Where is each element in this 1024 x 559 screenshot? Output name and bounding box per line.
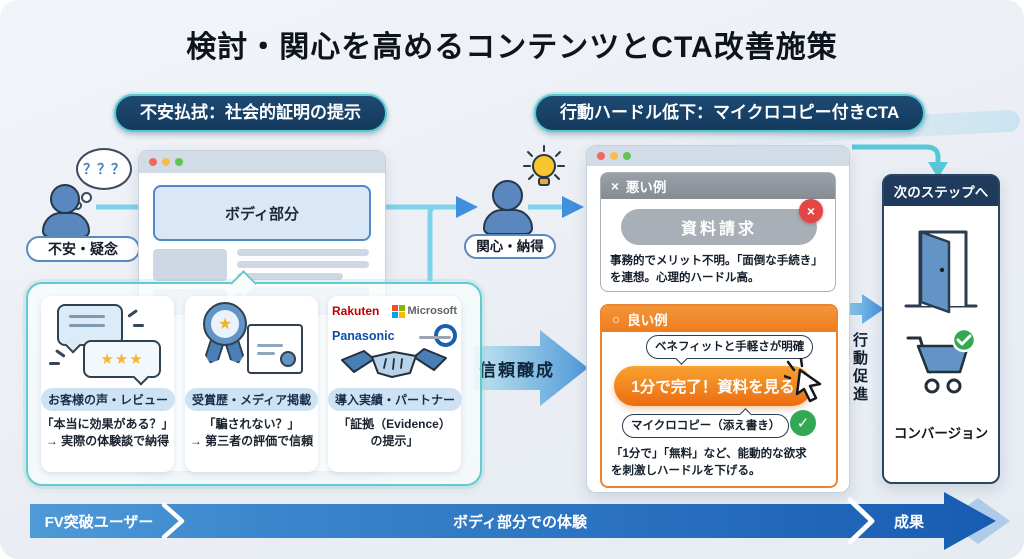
award-medal-icon: ★: [203, 302, 247, 346]
good-cta-button[interactable]: 1分で完了！資料を見る: [614, 366, 812, 406]
award-certificate-icon: ★: [185, 296, 318, 386]
trust-arrow-label: 信頼醸成: [479, 361, 555, 380]
bad-example-desc-line: 事務的でメリット不明。「面倒な手続き」: [610, 255, 823, 267]
content-placeholder-line: [237, 249, 369, 256]
x-mark-icon: ×: [611, 178, 619, 194]
card-desc-line: → 実際の体験談で納得: [45, 433, 170, 448]
good-example-title: 良い例: [627, 313, 668, 328]
content-placeholder-line: [237, 261, 369, 268]
next-step-panel: 次のステップへ コンバージョン: [882, 174, 1000, 484]
browser-titlebar: [587, 146, 849, 166]
body-section-label: ボディ部分: [225, 205, 299, 223]
connector-top-line: [852, 144, 941, 162]
action-promotion-label: 行動促進: [851, 332, 868, 404]
partner-emblem-text: [419, 336, 451, 339]
bad-example-desc-line: を連想。心理的ハードル高。: [610, 272, 760, 285]
bad-example-title: 悪い例: [625, 180, 667, 195]
review-bubbles-icon: ★★★: [41, 296, 174, 386]
interest-label: 関心・納得: [464, 234, 556, 259]
zoom-dot-icon: [623, 152, 631, 160]
card-label-awards: 受賞歴・メディア掲載: [185, 388, 319, 411]
minimize-dot-icon: [610, 152, 618, 160]
card-label-partners: 導入実績・パートナー: [328, 388, 463, 411]
zoom-dot-icon: [175, 158, 183, 166]
good-example-header: ○ 良い例: [602, 306, 836, 332]
bar-chevron-separator: [161, 502, 185, 540]
partner-emblem-icon: [434, 324, 457, 347]
person-body-icon: [42, 212, 90, 238]
card-desc-line: 「騙されない？」: [203, 417, 300, 431]
tooltip-tail: [675, 352, 688, 365]
good-example-box: ○ 良い例 ベネフィットと手軽さが明確 1分で完了！資料を見る マイクロコピー（…: [600, 304, 838, 488]
body-section-box: ボディ部分: [153, 185, 371, 241]
good-example-desc-line: 「1分で」「無料」など、能動的な欲求: [611, 448, 807, 460]
social-proof-container: ★★★ お客様の声・レビュー 「本当に効果がある？」 → 実際の体験談で納得 ★: [26, 270, 482, 486]
microcopy-tooltip: マイクロコピー（添え書き）: [622, 408, 790, 438]
thought-question-marks: ？？？: [83, 161, 125, 177]
arrow-to-mid-person: [456, 196, 478, 218]
arrow-to-next-step: [928, 162, 948, 178]
card-desc-line: の提示」: [370, 433, 419, 448]
lightbulb-icon: [523, 145, 565, 186]
bar-segment-results: 成果: [893, 514, 924, 531]
thought-dot-large: [81, 192, 92, 203]
good-example-desc-line: を刺激しハードルを下げる。: [611, 465, 761, 478]
section-badge-microcopy-cta: 行動ハードル低下：マイクロコピー付きCTA: [534, 94, 926, 132]
bad-example-header: × 悪い例: [601, 173, 835, 199]
panasonic-logo: Panasonic: [332, 328, 395, 343]
person-icon: [492, 180, 523, 211]
conversion-label: コンバージョン: [893, 426, 989, 441]
bad-cta-button[interactable]: 資料請求: [621, 209, 817, 245]
card-customer-reviews: ★★★ お客様の声・レビュー 「本当に効果がある？」 → 実際の体験談で納得: [41, 296, 176, 472]
bottom-process-bar: [30, 492, 1010, 550]
microsoft-logo: Microsoft: [391, 304, 457, 318]
cursor-icon: [784, 358, 822, 403]
page-title: 検討・関心を高めるコンテンツとCTA改善施策: [186, 31, 838, 64]
content-placeholder-line: [237, 273, 343, 280]
minimize-dot-icon: [162, 158, 170, 166]
trust-arrow: [474, 330, 588, 406]
cta-browser-window: × 悪い例 資料請求 × 事務的でメリット不明。「面倒な手続き」 を連想。心理的…: [586, 145, 850, 493]
star-rating-bubble-icon: ★★★: [83, 340, 161, 386]
certificate-seal-icon: [280, 351, 296, 367]
bar-arrow-shape: [30, 492, 996, 550]
reject-badge-icon: ×: [799, 199, 823, 223]
rakuten-logo: Rakuten: [332, 304, 380, 318]
doubt-label: 不安・疑念: [26, 236, 140, 262]
award-star-glyph: ★: [217, 316, 233, 333]
arrow-to-cta-browser: [562, 196, 584, 218]
card-label-reviews: お客様の声・レビュー: [41, 388, 176, 411]
card-desc-line: 「本当に効果がある？」: [41, 417, 174, 431]
action-promotion-arrow: [836, 294, 884, 324]
person-body-icon: [483, 209, 533, 235]
partner-logos-icon: Rakuten Microsoft Panasonic: [328, 296, 461, 386]
bar-chevron-separator: [847, 497, 875, 545]
close-dot-icon: [597, 152, 605, 160]
connector-cards-branch: [427, 204, 437, 281]
tooltip-tail: [739, 408, 752, 421]
handshake-icon: [341, 348, 447, 378]
certificate-icon: [247, 324, 303, 374]
microsoft-squares-icon: [391, 304, 405, 318]
next-step-header: 次のステップへ: [884, 176, 998, 206]
card-desc-line: 「証拠（Evidence）: [338, 417, 451, 431]
conversion-cart-icon: [906, 328, 977, 394]
card-awards-media: ★ 受賞歴・メディア掲載 「騙されない？」 → 第三者の評価で信頼: [185, 296, 319, 472]
close-dot-icon: [149, 158, 157, 166]
check-badge-icon: ✓: [788, 408, 818, 438]
bar-segment-body-experience: ボディ部分での体験: [453, 514, 587, 531]
card-client-partners: Rakuten Microsoft Panasonic: [328, 296, 463, 472]
open-door-icon: [904, 230, 978, 314]
section-badge-social-proof: 不安払拭：社会的証明の提示: [114, 94, 387, 132]
star-rating: ★★★: [100, 351, 144, 368]
bad-example-box: × 悪い例 資料請求 × 事務的でメリット不明。「面倒な手続き」 を連想。心理的…: [600, 172, 836, 292]
benefit-tooltip: ベネフィットと手軽さが明確: [646, 335, 814, 365]
person-icon: [50, 184, 80, 214]
browser-titlebar: [139, 151, 385, 173]
content-placeholder-block: [153, 249, 227, 281]
bar-segment-fv-users: FV突破ユーザー: [44, 514, 154, 531]
card-desc-line: → 第三者の評価で信頼: [189, 433, 314, 448]
circle-mark-icon: ○: [612, 311, 621, 327]
thought-bubble-icon: ？？？: [76, 148, 132, 190]
